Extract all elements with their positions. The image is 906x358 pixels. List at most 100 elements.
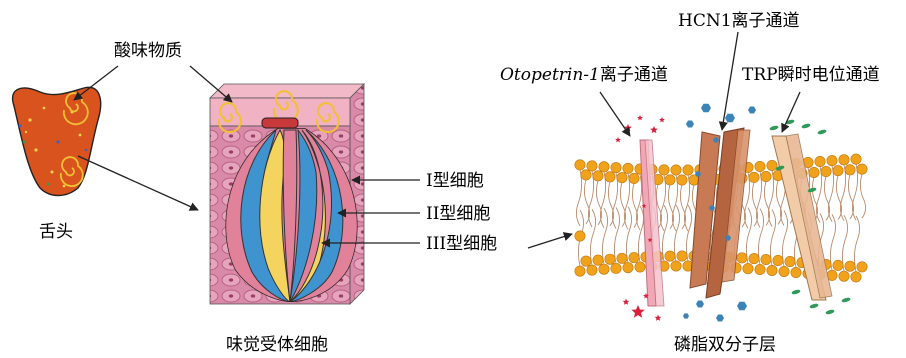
lipid-head <box>593 255 603 265</box>
lipid-head <box>755 264 765 274</box>
green-ion <box>801 123 811 129</box>
label-otopetrin-suffix: 离子通道 <box>600 65 668 85</box>
lipid-head <box>827 155 837 165</box>
lipid-head <box>635 262 645 272</box>
lipid-head <box>839 155 849 165</box>
lipid-head <box>779 266 789 276</box>
lipid-head <box>587 265 597 275</box>
arrow-otop <box>600 92 630 136</box>
lipid-head <box>581 256 591 266</box>
lipid-head <box>575 231 585 241</box>
lipid-head <box>629 173 639 183</box>
green-ion <box>817 129 827 135</box>
lipid-head <box>851 154 861 164</box>
lipid-head <box>575 160 585 170</box>
hexagon-ion <box>716 315 724 322</box>
label-type2-cell: II型细胞 <box>426 204 490 224</box>
lipid-head <box>767 160 777 170</box>
hexagon-ion <box>748 107 756 114</box>
green-ion <box>791 289 801 295</box>
label-taste-receptor-cell: 味觉受体细胞 <box>226 335 328 355</box>
green-ion <box>825 309 835 315</box>
star-ion <box>655 315 662 321</box>
lipid-head <box>605 172 615 182</box>
hexagon-ion <box>696 301 704 308</box>
hexagon-ion <box>737 302 747 311</box>
lipid-head <box>629 252 639 262</box>
label-otopetrin-name: Otopetrin-1 <box>500 65 600 85</box>
star-ion <box>615 137 621 142</box>
lipid-head <box>599 162 609 172</box>
lipid-head <box>767 265 777 275</box>
lipid-head <box>743 263 753 273</box>
label-type3-cell: III型细胞 <box>426 234 497 254</box>
lipid-head <box>839 271 849 281</box>
lipid-head <box>857 262 867 272</box>
label-sour-substance: 酸味物质 <box>114 41 182 61</box>
tongue-icon <box>13 87 101 195</box>
lipid-head <box>737 253 747 263</box>
lipid-head <box>755 161 765 171</box>
lipid-head <box>617 253 627 263</box>
lipid-head <box>683 165 693 175</box>
star-ion <box>623 299 630 305</box>
lipid-head <box>623 163 633 173</box>
taste-pore <box>262 118 298 128</box>
lipid-tail <box>860 174 865 218</box>
lipid-head <box>857 164 867 174</box>
star-ion <box>659 117 665 122</box>
hexagon-ion <box>725 114 735 123</box>
lipid-head <box>671 261 681 271</box>
label-hcn1: HCN1离子通道 <box>678 11 800 31</box>
lipid-head <box>593 171 603 181</box>
lipid-head <box>665 251 675 261</box>
green-ion <box>769 125 779 131</box>
label-otopetrin: Otopetrin-1离子通道 <box>500 65 668 85</box>
lipid-tail <box>576 170 581 226</box>
lipid-head <box>605 254 615 264</box>
lipid-head <box>791 267 801 277</box>
lipid-head <box>851 272 861 282</box>
lipid-head <box>665 175 675 185</box>
label-trp: TRP瞬时电位通道 <box>742 65 880 85</box>
lipid-head <box>845 261 855 271</box>
label-bilayer: 磷脂双分子层 <box>674 335 776 355</box>
green-ion <box>841 297 851 303</box>
lipid-head <box>617 172 627 182</box>
arrow-tongue-to-block <box>78 156 198 210</box>
hexagon-ion <box>701 104 711 113</box>
lipid-head <box>581 170 591 180</box>
green-ion <box>809 303 819 309</box>
lipid-head <box>587 161 597 171</box>
lipid-head <box>845 165 855 175</box>
lipid-head <box>659 165 669 175</box>
lipid-head <box>611 162 621 172</box>
arrow-type3-to-bilayer <box>528 234 572 248</box>
lipid-head <box>749 253 759 263</box>
lipid-head <box>611 263 621 273</box>
otopetrin1-channel-icon <box>640 140 664 306</box>
lipid-head <box>815 156 825 166</box>
lipid-head <box>677 251 687 261</box>
lipid-head <box>773 255 783 265</box>
hexagon-ion <box>686 121 694 128</box>
lipid-head <box>575 266 585 276</box>
lipid-head <box>599 264 609 274</box>
lipid-head <box>821 166 831 176</box>
star-ion <box>637 115 643 120</box>
lipid-head <box>749 172 759 182</box>
hcn1-channel-icon <box>690 128 750 298</box>
lipid-head <box>677 175 687 185</box>
arrow-trp <box>782 92 800 132</box>
lipid-head <box>761 171 771 181</box>
star-ion <box>631 305 644 318</box>
lipid-head <box>809 167 819 177</box>
lipid-head <box>785 256 795 266</box>
taste-bud-block <box>210 84 364 304</box>
lipid-head <box>761 254 771 264</box>
lipid-head <box>623 262 633 272</box>
label-type1-cell: I型细胞 <box>426 171 484 191</box>
lipid-head <box>833 260 843 270</box>
hexagon-ion <box>683 313 689 318</box>
